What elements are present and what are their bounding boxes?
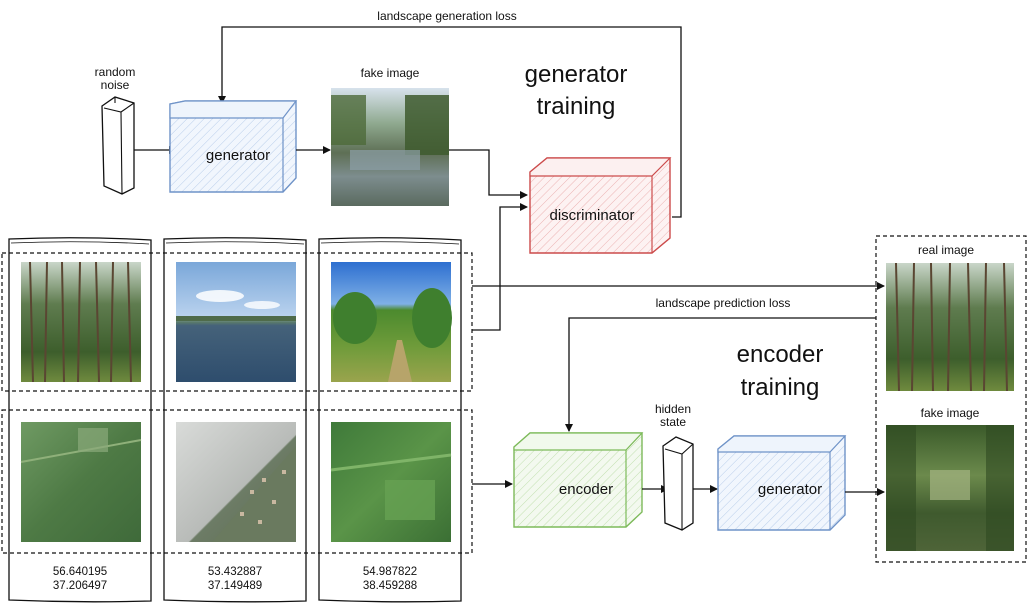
fake-image-top (331, 88, 449, 206)
sample-column-3 (318, 237, 462, 603)
random-noise-label-1: random (95, 65, 136, 79)
random-noise-label-2: noise (101, 78, 130, 92)
discriminator-label: discriminator (549, 207, 634, 224)
sample-3-lat: 54.987822 (363, 566, 417, 578)
sample-2-lat: 53.432887 (208, 566, 262, 578)
real-image (886, 262, 1014, 392)
sample-column-2 (163, 237, 307, 603)
satellite-3 (330, 422, 452, 542)
generator-bottom-label: generator (758, 481, 822, 498)
sample-2-lon: 37.149489 (208, 580, 262, 592)
satellite-2 (176, 422, 296, 542)
random-noise-block (101, 96, 135, 195)
generator-block-bottom (717, 435, 847, 531)
sample-column-1 (8, 237, 152, 603)
generator-training-title-2: training (537, 93, 616, 120)
ground-photo-row (1, 252, 473, 392)
fake-image-top-label: fake image (361, 66, 420, 80)
sample-1-lat: 56.640195 (53, 566, 107, 578)
sample-3-lon: 38.459288 (363, 580, 417, 592)
encoder-block (513, 432, 644, 528)
encoder-training-title-2: training (741, 374, 820, 401)
photo-forest (21, 261, 141, 383)
photo-meadow (331, 262, 452, 382)
generation-loss-label: landscape generation loss (377, 9, 516, 23)
photo-lake (176, 262, 296, 382)
hidden-state-block (662, 436, 694, 531)
prediction-loss-label: landscape prediction loss (656, 296, 791, 310)
real-to-discriminator-arrow (472, 203, 528, 331)
encoder-training-title-1: encoder (737, 341, 824, 368)
fake-to-discriminator-arrow (449, 149, 528, 199)
real-image-label: real image (918, 243, 974, 257)
hidden-state-label-2: state (660, 415, 686, 429)
hidden-state-label-1: hidden (655, 402, 691, 416)
encoder-label: encoder (559, 481, 613, 498)
fake-image-right (886, 425, 1014, 551)
generator-block-top (169, 100, 298, 193)
generator-training-title-1: generator (525, 61, 628, 88)
sample-1-lon: 37.206497 (53, 580, 107, 592)
prediction-loss-arrow (565, 317, 876, 432)
discriminator-block (529, 157, 672, 254)
satellite-row (1, 409, 473, 554)
fake-image-right-label: fake image (921, 406, 980, 420)
generator-top-label: generator (206, 147, 270, 164)
generation-loss-arrow (218, 26, 682, 218)
satellite-1 (20, 422, 142, 542)
